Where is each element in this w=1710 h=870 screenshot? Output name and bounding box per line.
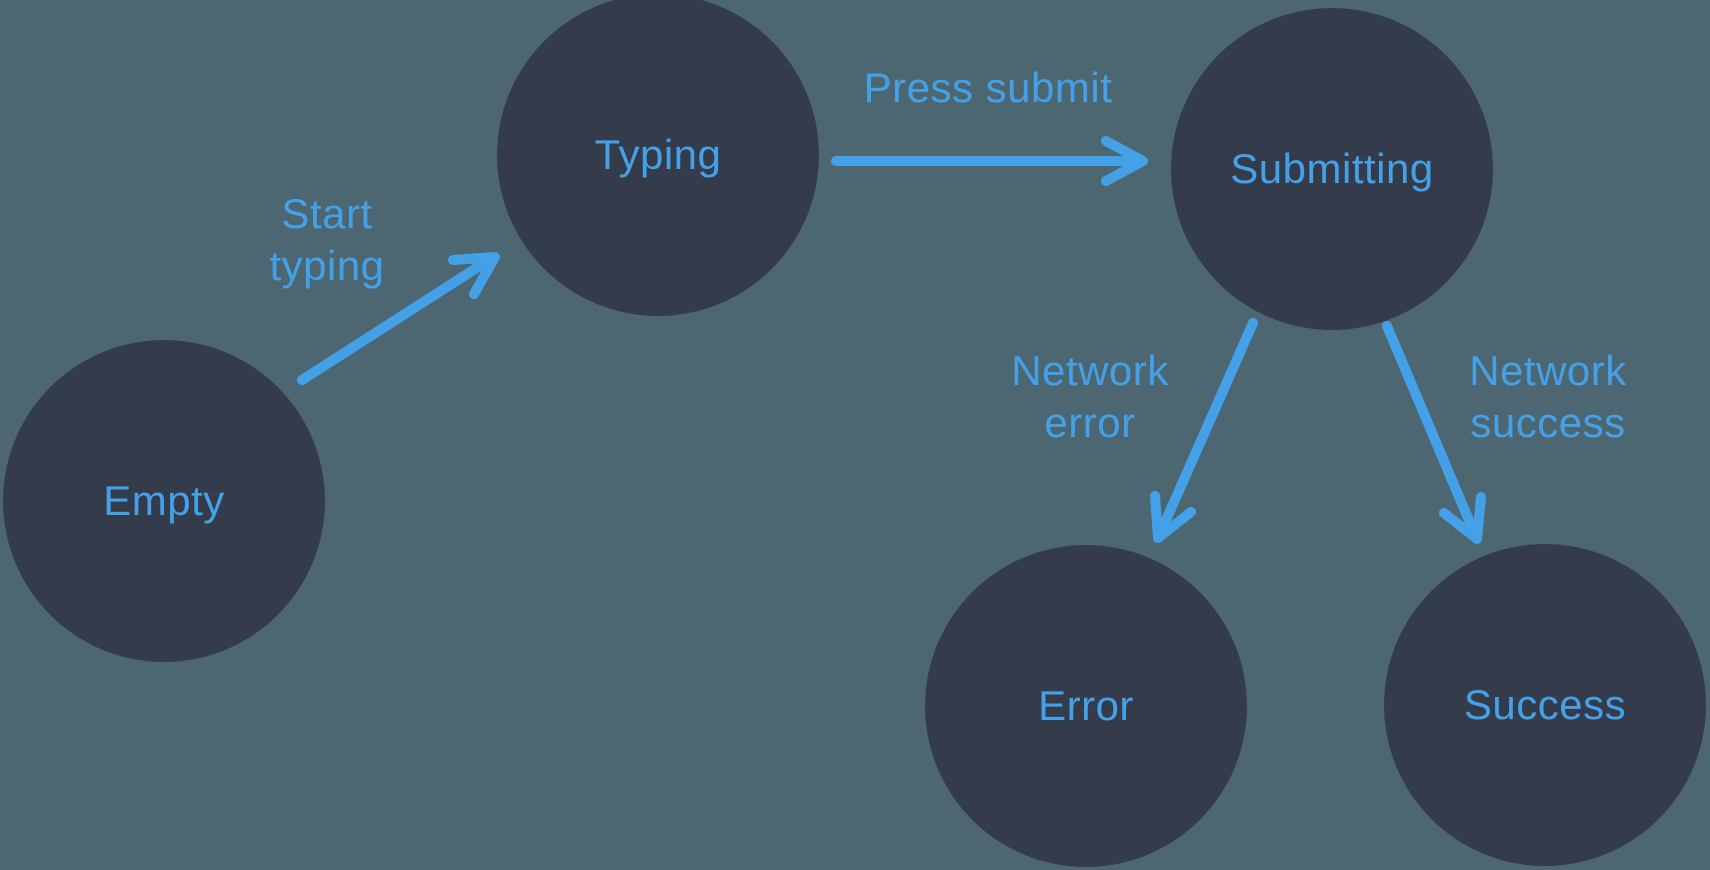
state-node-typing: Typing — [497, 0, 819, 316]
state-label-success: Success — [1463, 681, 1627, 728]
state-label-submitting: Submitting — [1230, 145, 1434, 192]
network-success-arrow-icon — [1382, 321, 1486, 544]
transition-label-network-error: Network error — [1011, 347, 1169, 446]
state-node-empty: Empty — [3, 340, 325, 662]
state-label-empty: Empty — [103, 477, 225, 524]
transition-label-start-typing: Start typing — [269, 190, 385, 289]
state-node-error: Error — [925, 545, 1247, 867]
network-error-arrow-icon — [1150, 318, 1258, 543]
state-node-success: Success — [1384, 544, 1706, 866]
state-label-error: Error — [1038, 682, 1134, 729]
press-submit-arrow-icon — [831, 136, 1148, 186]
state-label-typing: Typing — [594, 131, 722, 178]
transition-label-network-success: Network success — [1469, 347, 1627, 446]
transition-label-press-submit: Press submit — [863, 64, 1113, 111]
state-node-submitting: Submitting — [1171, 8, 1493, 330]
